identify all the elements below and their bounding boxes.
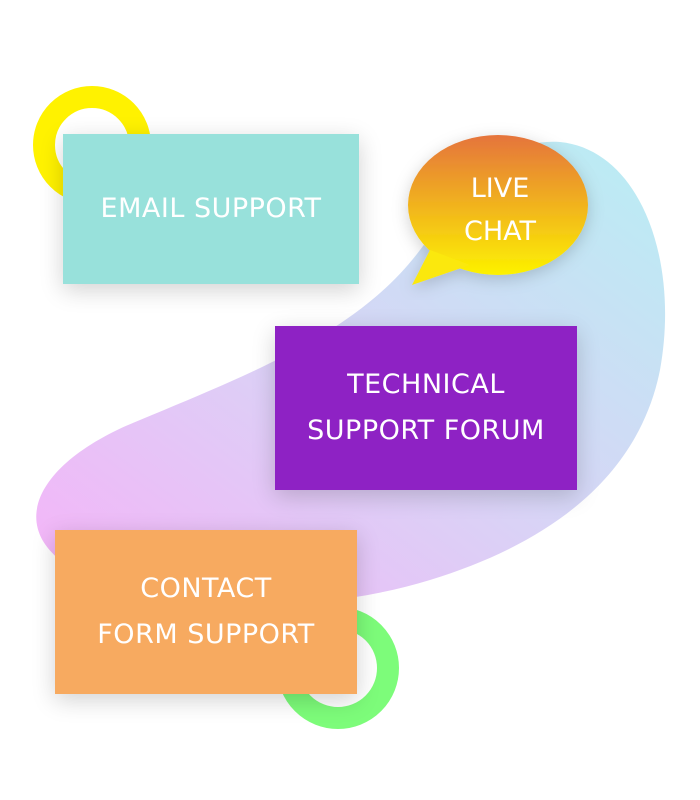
forum-label-line2: SUPPORT FORUM [307, 415, 545, 446]
forum-label-line1: TECHNICAL [347, 369, 505, 400]
email-support-card[interactable]: EMAIL SUPPORT [63, 134, 359, 284]
chat-bubble-shape [408, 135, 588, 285]
live-chat-label-line2: CHAT [463, 216, 537, 247]
contact-form-support-card[interactable]: CONTACT FORM SUPPORT [55, 530, 357, 694]
contact-label-line1: CONTACT [140, 573, 272, 604]
technical-support-forum-card[interactable]: TECHNICAL SUPPORT FORUM [275, 326, 577, 490]
live-chat-label-line1: LIVE [470, 173, 530, 204]
contact-label-line2: FORM SUPPORT [97, 619, 315, 650]
live-chat-bubble[interactable]: LIVE CHAT [410, 140, 590, 290]
email-support-label: EMAIL SUPPORT [100, 193, 322, 224]
